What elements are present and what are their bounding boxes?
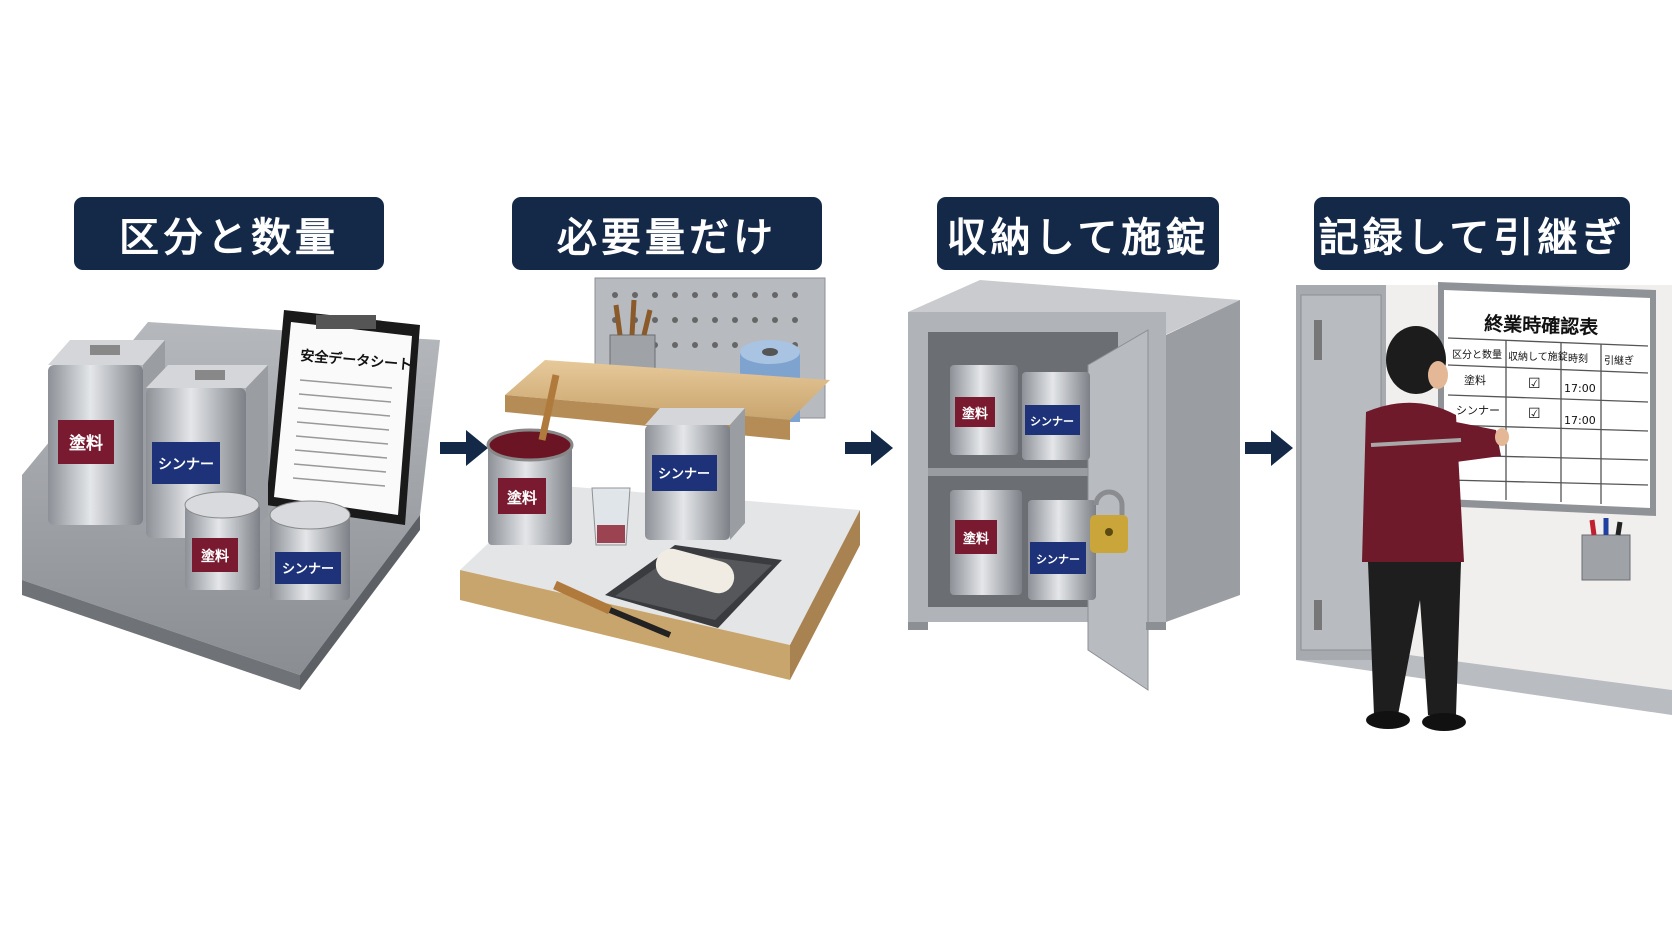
paint-can-stored-bottom: 塗料 — [950, 490, 1022, 595]
safety-data-sheet: 安全データシート — [266, 310, 420, 525]
step-4-illustration: 終業時確認表 区分と数量 収納して施錠 時刻 引継ぎ 塗料 ☑ 17:00 シン… — [1296, 282, 1672, 731]
paint-label-stored: 塗料 — [962, 406, 988, 422]
thinner-can-stored-top: シンナー — [1022, 372, 1090, 460]
padlock-icon — [1090, 489, 1128, 553]
board-row-1-item: 塗料 — [1464, 373, 1486, 387]
thinner-label-small: シンナー — [282, 562, 334, 577]
board-row-2-item: シンナー — [1456, 404, 1500, 417]
step-1-illustration: 安全データシート 塗料 シンナー — [22, 310, 440, 690]
thinner-label-stored: シンナー — [1030, 415, 1074, 428]
step-3-panel: 収納して施錠 塗料 シンナー 塗料 シン — [900, 0, 1260, 941]
step-4-title: 記録して引継ぎ — [1314, 197, 1630, 270]
thinner-label-stored-2: シンナー — [1036, 553, 1080, 566]
paint-can-stored-top: 塗料 — [950, 365, 1018, 455]
open-paint-can: 塗料 — [486, 374, 574, 545]
board-row-1-check: ☑ — [1528, 376, 1541, 392]
board-title: 終業時確認表 — [1484, 312, 1600, 339]
right-arrow-icon — [1245, 428, 1295, 472]
thinner-can-small: シンナー — [269, 500, 351, 600]
step-1-panel: 区分と数量 安全データシート — [0, 0, 440, 941]
step-1-title: 区分と数量 — [74, 197, 384, 270]
right-arrow-icon — [845, 428, 895, 472]
paint-label: 塗料 — [69, 433, 103, 454]
marker-holder — [1581, 534, 1631, 581]
cabinet-door — [1087, 329, 1149, 691]
thinner-can-stored-bottom: シンナー — [1028, 500, 1096, 600]
board-header-2: 収納して施錠 — [1508, 350, 1568, 363]
board-row-2-check: ☑ — [1528, 406, 1541, 422]
step-3-title: 収納して施錠 — [937, 197, 1219, 270]
step-2-panel: 必要量だけ 塗料 — [460, 0, 880, 941]
paint-label-stored-2: 塗料 — [963, 531, 989, 547]
paint-label-small: 塗料 — [201, 548, 229, 565]
step-2-illustration: 塗料 シンナー — [460, 277, 860, 680]
step-4-panel: 記録して引継ぎ 終業時確認表 — [1296, 0, 1672, 941]
paint-label-open: 塗料 — [507, 489, 537, 507]
workbench-shelf — [505, 360, 830, 420]
board-header-4: 引継ぎ — [1604, 354, 1634, 367]
worker — [1362, 326, 1509, 731]
board-header-1: 区分と数量 — [1452, 348, 1502, 361]
right-arrow-icon — [440, 428, 490, 472]
check-board: 終業時確認表 区分と数量 収納して施錠 時刻 引継ぎ 塗料 ☑ 17:00 シン… — [1438, 282, 1656, 516]
thinner-can: シンナー — [645, 408, 745, 540]
board-row-2-time: 17:00 — [1564, 414, 1596, 427]
board-row-1-time: 17:00 — [1564, 382, 1596, 395]
thinner-label: シンナー — [158, 457, 214, 473]
board-header-3: 時刻 — [1568, 352, 1588, 365]
thinner-label-2: シンナー — [658, 467, 710, 482]
step-3-illustration: 塗料 シンナー 塗料 シンナー — [908, 280, 1240, 691]
step-2-title: 必要量だけ — [512, 197, 822, 270]
paint-can-small: 塗料 — [184, 491, 260, 590]
paint-roller — [655, 548, 735, 594]
